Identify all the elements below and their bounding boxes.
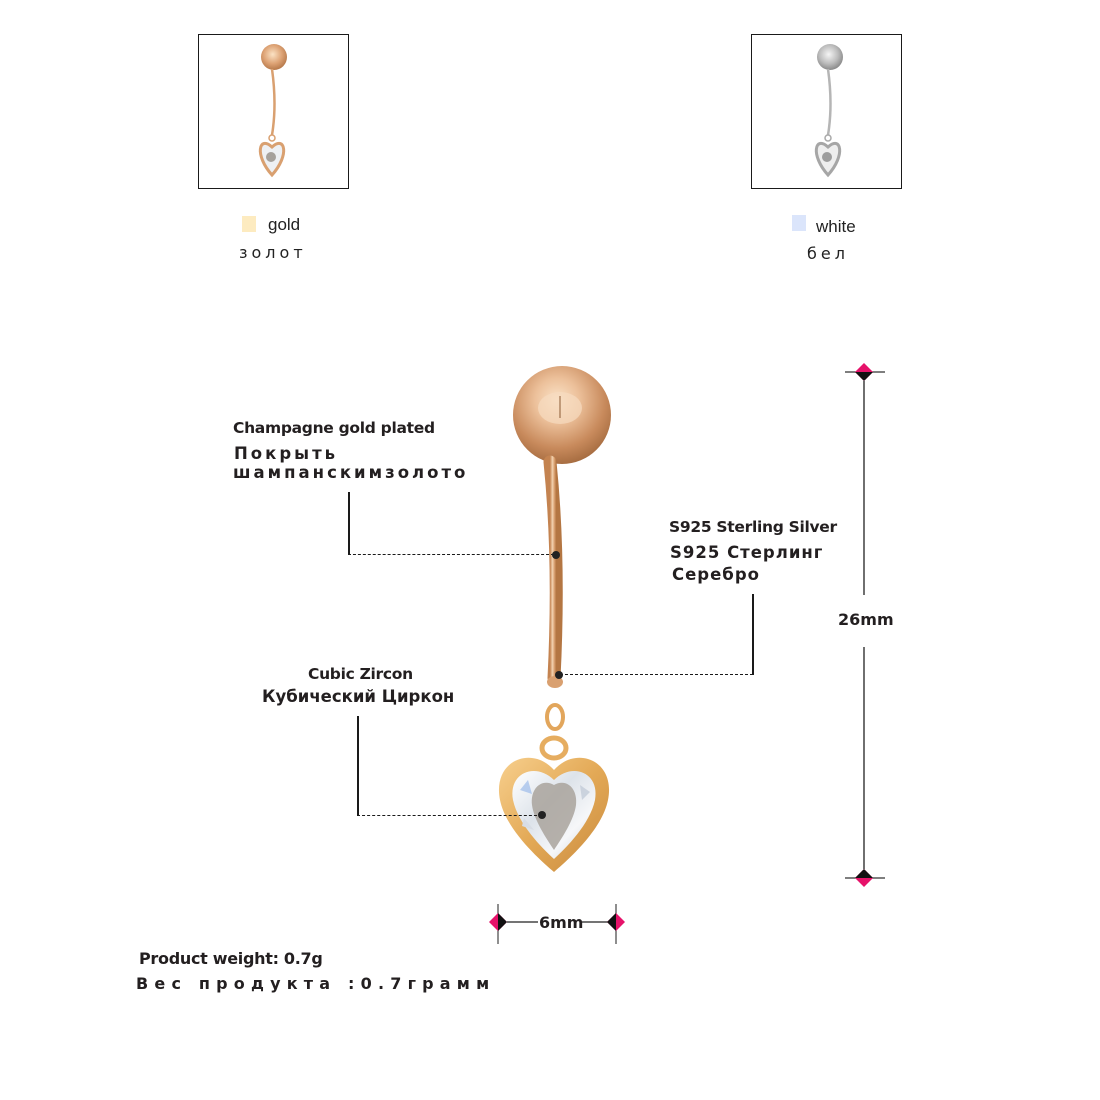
swatch-white[interactable] (792, 215, 806, 231)
variant-thumbnail-gold[interactable] (198, 34, 349, 189)
annotation-plating-en: Champagne gold plated (233, 419, 435, 437)
annotation-plating-ru-line2: шампанскимзолото (233, 463, 469, 482)
leader-line-plating-horizontal (348, 554, 554, 555)
variant-label-gold: gold (268, 215, 301, 234)
dimension-height-indicator (845, 363, 885, 887)
annotation-material-ru-line1: S925 Стерлинг (670, 543, 824, 562)
callout-dot-plating (552, 551, 560, 559)
swatch-gold[interactable] (242, 216, 256, 232)
product-weight-ru: Вес продукта :0.7грамм (136, 974, 496, 993)
callout-dot-material (555, 671, 563, 679)
callout-dot-stone (538, 811, 546, 819)
variant-label-white: white (816, 217, 856, 236)
variant-label-gold-ru: золот (239, 243, 307, 262)
leader-line-plating-vertical (348, 492, 350, 555)
annotation-stone-en: Cubic Zircon (308, 665, 413, 683)
belly-ring-main-image (498, 366, 611, 872)
belly-ring-white-thumbnail-image (814, 44, 843, 178)
variant-label-white-ru: бел (807, 244, 849, 263)
annotation-material-ru-line2: Серебро (672, 565, 760, 584)
product-weight-en: Product weight: 0.7g (139, 949, 323, 968)
variant-thumbnail-white[interactable] (751, 34, 902, 189)
belly-ring-gold-thumbnail-image (258, 44, 287, 178)
annotation-material-en: S925 Sterling Silver (669, 518, 837, 536)
leader-line-material-horizontal (560, 674, 753, 675)
dimension-height-label: 26mm (838, 610, 894, 629)
leader-line-material-vertical (752, 594, 754, 675)
leader-line-stone-vertical (357, 716, 359, 816)
leader-line-stone-horizontal (357, 815, 542, 816)
annotation-stone-ru: Кубический Циркон (262, 687, 455, 706)
dimension-width-label: 6mm (539, 913, 584, 932)
dimension-width-indicator (489, 904, 625, 944)
annotation-plating-ru-line1: Покрыть (234, 444, 339, 463)
